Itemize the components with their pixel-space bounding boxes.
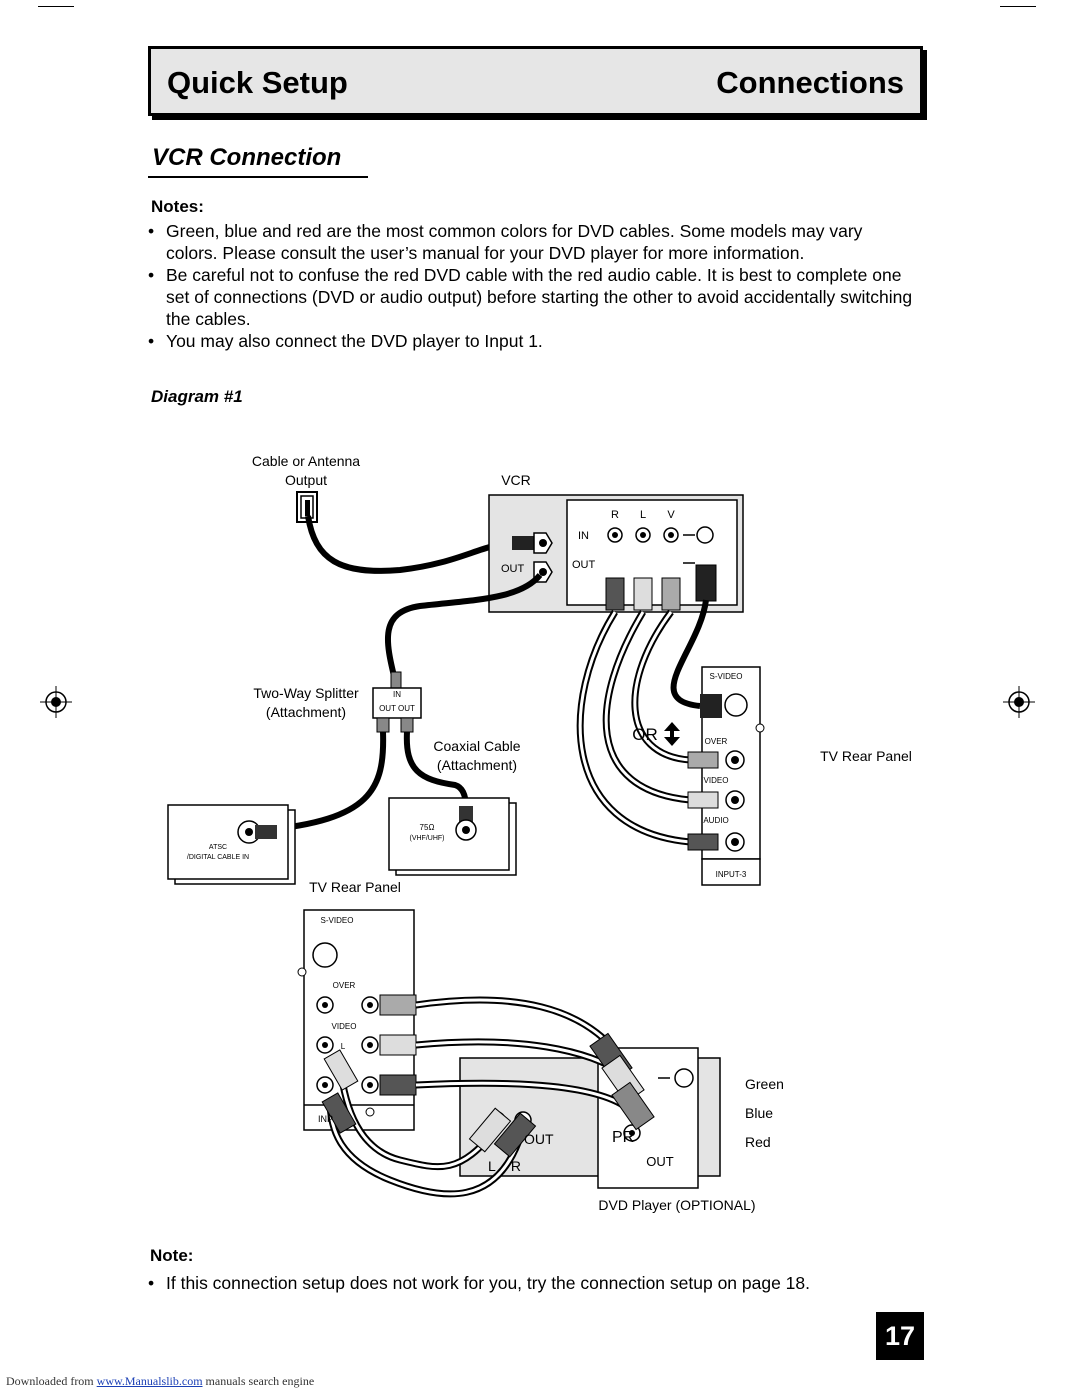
atsc-label-2: /DIGITAL CABLE IN [187,854,249,861]
svideo-label: S-VIDEO [710,672,743,681]
antenna-label-2: Output [285,472,327,488]
or-label: OR [632,725,658,744]
blue-label: Blue [745,1105,773,1121]
vcr-r-label: R [611,509,619,521]
registration-mark-left [40,686,72,718]
registration-mark-right [1003,686,1035,718]
tv-rear-panel-label-right: TV Rear Panel [820,748,912,764]
page-header: Quick Setup Connections [148,46,923,116]
dvd-pr-label: PR [612,1129,634,1146]
splitter-label-2: (Attachment) [266,704,346,720]
audio-label: AUDIO [703,816,728,825]
notes-heading: Notes: [151,197,204,216]
dvd-caption: DVD Player (OPTIONAL) [598,1197,755,1213]
notes-list: Green, blue and red are the most common … [148,220,918,352]
dvd-audio-out-label: OUT [524,1131,554,1147]
vcr-label: VCR [501,472,531,488]
vhf-label-2: (VHF/UHF) [410,835,445,842]
vcr-rf-out-label: OUT [501,563,525,575]
vcr-l-label: L [640,509,646,521]
video-cable-core [633,611,691,762]
lower-l-label: L [341,1042,346,1051]
audio-right-cable-core [578,611,691,844]
up-down-arrow-icon [664,722,680,746]
green-label: Green [745,1076,784,1092]
svideo-cable [670,599,709,709]
lower-svideo-label: S-VIDEO [321,916,354,925]
diagram-label: Diagram #1 [151,387,243,406]
crop-mark [1000,6,1036,7]
note-item: You may also connect the DVD player to I… [148,330,918,352]
two-way-splitter [372,687,422,733]
vcr-v-label: V [667,509,675,521]
footer-link[interactable]: www.Manualslib.com [96,1374,203,1388]
tv-input3-panel [687,666,765,886]
input3-label: INPUT-3 [716,870,747,879]
note-text: If this connection setup does not work f… [148,1273,928,1294]
coax-label-2: (Attachment) [437,757,517,773]
lower-over-label: OVER [333,981,356,990]
crop-mark [38,6,74,7]
atsc-label-1: ATSC [209,844,227,851]
splitter-in-label: IN [393,690,401,699]
section-title: VCR Connection [152,144,342,171]
lower-video-label: VIDEO [332,1022,357,1031]
dvd-out-label: OUT [646,1154,674,1169]
tv-rear-panel-label-left: TV Rear Panel [309,879,401,895]
vcr-out-label: OUT [572,559,596,571]
header-left-title: Quick Setup [167,65,348,100]
lower-inp-label: INP [318,1114,333,1124]
splitter-to-atsc-cable [264,731,387,833]
footer-prefix: Downloaded from [6,1374,97,1388]
splitter-out-label: OUT OUT [379,704,415,713]
dvd-lr-label: L R [488,1158,521,1174]
note-heading: Note: [150,1246,194,1265]
red-label: Red [745,1134,771,1150]
audio-left-cable-core [604,611,691,802]
tv-lower-panel [297,909,417,1131]
video-label: VIDEO [704,776,729,785]
splitter-label-1: Two-Way Splitter [253,685,359,701]
antenna-cable [305,515,513,574]
antenna-label-1: Cable or Antenna [252,453,360,469]
section-title-rule [148,176,368,178]
page-number: 17 [876,1312,924,1360]
antenna-outlet [296,491,318,523]
audio-left-cable [602,610,691,804]
tv-panel-atsc [167,804,296,885]
vcr-in-label: IN [578,530,589,542]
vcr-to-splitter-cable [384,572,543,681]
header-right-title: Connections [716,65,904,100]
footer-suffix: manuals search engine [202,1374,315,1388]
note-item: Be careful not to confuse the red DVD ca… [148,264,918,330]
vcr-av-plugs [605,564,717,611]
tv-panel-vhf [388,797,517,876]
note-item: Green, blue and red are the most common … [148,220,918,264]
footer: Downloaded from www.Manualslib.com manua… [6,1374,314,1389]
coax-label-1: Coaxial Cable [433,738,520,754]
over-label: OVER [705,737,728,746]
vhf-label-1: 75Ω [420,823,435,832]
